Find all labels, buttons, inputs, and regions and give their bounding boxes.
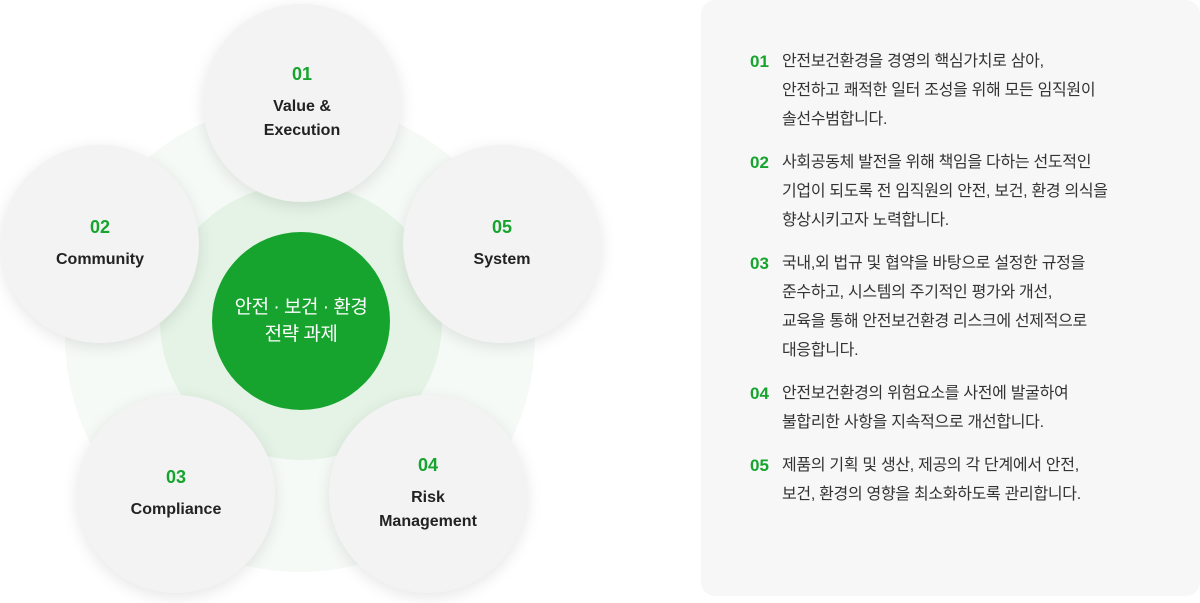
node-value-execution: 01 Value & Execution: [203, 4, 401, 202]
list-item: 03 국내,외 법규 및 협약을 바탕으로 설정한 규정을 준수하고, 시스템의…: [750, 249, 1180, 365]
node-number: 02: [89, 217, 111, 237]
node-compliance: 03 Compliance: [77, 395, 275, 593]
center-title-line-1: 안전 · 보건 · 환경: [234, 297, 368, 318]
list-item: 02 사회공동체 발전을 위해 책임을 다하는 선도적인 기업이 되도록 전 임…: [750, 148, 1180, 235]
strategy-list: 01 안전보건환경을 경영의 핵심가치로 삼아, 안전하고 쾌적한 일터 조성을…: [750, 47, 1180, 523]
node-system: 05 System: [403, 145, 601, 343]
list-item-line: 제품의 기획 및 생산, 제공의 각 단계에서 안전,: [782, 457, 1079, 474]
list-item-number: 02: [750, 153, 769, 172]
list-item-text: 국내,외 법규 및 협약을 바탕으로 설정한 규정을 준수하고, 시스템의 주기…: [782, 249, 1087, 365]
list-item-line: 안전보건환경의 위험요소를 사전에 발굴하여: [782, 385, 1069, 402]
node-label-line-1: Value &: [273, 98, 331, 115]
node-risk-management: 04 Risk Management: [329, 395, 527, 593]
node-number: 04: [417, 455, 439, 475]
list-item-line: 사회공동체 발전을 위해 책임을 다하는 선도적인: [782, 154, 1092, 171]
list-item-line: 향상시키고자 노력합니다.: [782, 212, 949, 229]
list-item-number: 05: [750, 456, 769, 475]
list-item-line: 준수하고, 시스템의 주기적인 평가와 개선,: [782, 284, 1053, 301]
node-number: 01: [291, 64, 313, 84]
list-item: 05 제품의 기획 및 생산, 제공의 각 단계에서 안전, 보건, 환경의 영…: [750, 451, 1180, 509]
list-item-number: 03: [750, 254, 769, 273]
list-item-line: 국내,외 법규 및 협약을 바탕으로 설정한 규정을: [782, 255, 1085, 272]
list-item-text: 안전보건환경을 경영의 핵심가치로 삼아, 안전하고 쾌적한 일터 조성을 위해…: [782, 47, 1096, 134]
list-item-line: 기업이 되도록 전 임직원의 안전, 보건, 환경 의식을: [782, 183, 1108, 200]
node-number: 03: [165, 467, 187, 487]
node-number: 05: [491, 217, 513, 237]
node-label-line-1: Community: [56, 251, 144, 268]
list-item-line: 불합리한 사항을 지속적으로 개선합니다.: [782, 414, 1044, 431]
list-item-text: 안전보건환경의 위험요소를 사전에 발굴하여 불합리한 사항을 지속적으로 개선…: [782, 379, 1069, 437]
list-item-line: 안전하고 쾌적한 일터 조성을 위해 모든 임직원이: [782, 82, 1096, 99]
list-item: 01 안전보건환경을 경영의 핵심가치로 삼아, 안전하고 쾌적한 일터 조성을…: [750, 47, 1180, 134]
list-item-number: 04: [750, 384, 769, 403]
list-item-line: 대응합니다.: [782, 342, 859, 359]
list-item-number: 01: [750, 52, 769, 71]
list-item-line: 교육을 통해 안전보건환경 리스크에 선제적으로: [782, 313, 1087, 330]
center-circle: 안전 · 보건 · 환경 전략 과제: [212, 232, 390, 410]
list-item-line: 솔선수범합니다.: [782, 111, 888, 128]
list-item-line: 보건, 환경의 영향을 최소화하도록 관리합니다.: [782, 486, 1081, 503]
list-item-text: 사회공동체 발전을 위해 책임을 다하는 선도적인 기업이 되도록 전 임직원의…: [782, 148, 1108, 235]
list-item-text: 제품의 기획 및 생산, 제공의 각 단계에서 안전, 보건, 환경의 영향을 …: [782, 451, 1081, 509]
node-label-line-2: Execution: [263, 122, 341, 139]
description-panel: [701, 0, 1200, 596]
node-label-line-1: Compliance: [130, 501, 222, 518]
node-label-line-2: Management: [379, 513, 477, 530]
center-title-line-2: 전략 과제: [264, 324, 338, 345]
node-community: 02 Community: [1, 145, 199, 343]
node-label-line-1: Risk: [411, 489, 445, 506]
strategy-diagram: 안전 · 보건 · 환경 전략 과제 01 Value & Execution …: [1, 4, 601, 593]
list-item: 04 안전보건환경의 위험요소를 사전에 발굴하여 불합리한 사항을 지속적으로…: [750, 379, 1180, 437]
node-label-line-1: System: [473, 251, 531, 268]
list-item-line: 안전보건환경을 경영의 핵심가치로 삼아,: [782, 53, 1044, 70]
